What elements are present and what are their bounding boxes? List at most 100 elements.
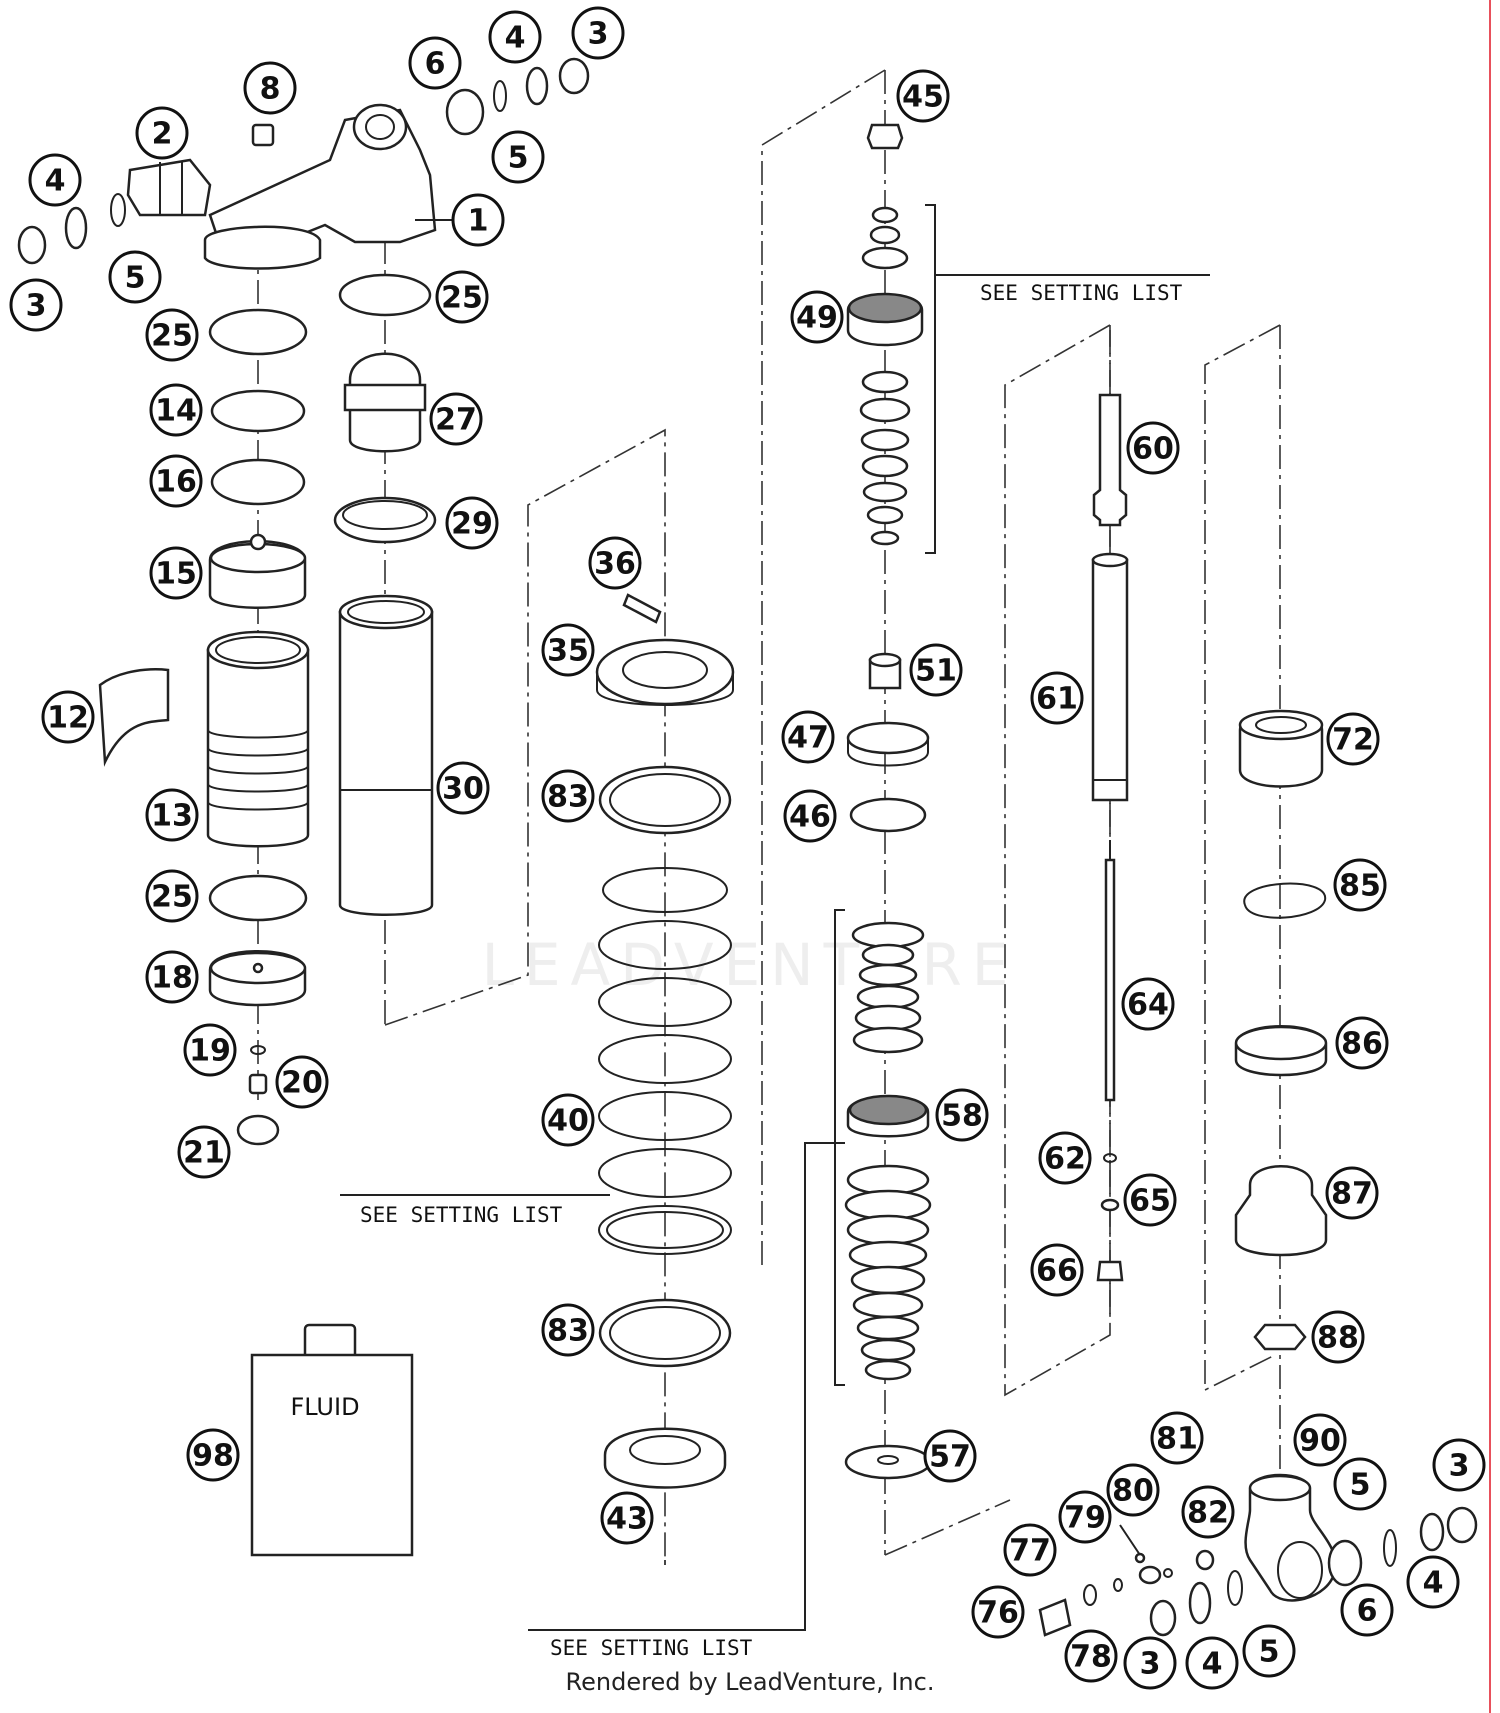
callout-98: 98 <box>186 1428 240 1482</box>
callout-circle <box>1121 977 1175 1031</box>
callout-5: 5 <box>491 130 545 184</box>
callout-circle <box>1293 1413 1347 1467</box>
callout-number: 51 <box>915 654 957 689</box>
lower-eyelet-parts <box>1038 709 1478 1637</box>
callout-83: 83 <box>541 769 595 823</box>
callout-circle <box>177 1125 231 1179</box>
callout-circle <box>909 643 963 697</box>
footer-credit: Rendered by LeadVenture, Inc. <box>565 1668 935 1696</box>
callout-circle <box>1242 1624 1296 1678</box>
callout-number: 87 <box>1331 1177 1373 1212</box>
callout-circle <box>541 623 595 677</box>
callout-15: 15 <box>149 546 203 600</box>
callout-circle <box>600 1491 654 1545</box>
watermark: LEADVENTURE <box>482 931 1019 999</box>
callout-number: 77 <box>1009 1534 1051 1569</box>
callout-4: 4 <box>1185 1636 1239 1690</box>
callout-circle <box>1333 858 1387 912</box>
callout-circle <box>145 950 199 1004</box>
callout-circle <box>1038 1131 1092 1185</box>
callout-number: 83 <box>547 780 589 815</box>
callout-number: 6 <box>1357 1594 1378 1629</box>
callout-number: 49 <box>796 301 838 336</box>
callout-3: 3 <box>9 278 63 332</box>
callout-number: 14 <box>155 394 197 429</box>
callout-number: 57 <box>929 1440 971 1475</box>
callout-14: 14 <box>149 383 203 437</box>
callout-25: 25 <box>435 270 489 324</box>
callout-circle <box>781 710 835 764</box>
callout-circle <box>429 392 483 446</box>
callout-number: 43 <box>606 1502 648 1537</box>
spring-parts: FLUID <box>250 593 735 1557</box>
callout-circle <box>183 1023 237 1077</box>
callout-number: 81 <box>1156 1422 1198 1457</box>
callout-circle <box>1325 1166 1379 1220</box>
callout-2: 2 <box>135 106 189 160</box>
callout-circle <box>1406 1555 1460 1609</box>
callout-number: 98 <box>192 1439 234 1474</box>
callout-number: 90 <box>1299 1424 1341 1459</box>
callout-43: 43 <box>600 1491 654 1545</box>
callout-circle <box>149 383 203 437</box>
callout-25: 25 <box>145 869 199 923</box>
callout-29: 29 <box>445 496 499 550</box>
callout-circle <box>1003 1523 1057 1577</box>
callout-60: 60 <box>1126 421 1180 475</box>
callout-16: 16 <box>149 454 203 508</box>
callout-5: 5 <box>1242 1624 1296 1678</box>
callout-circle <box>541 1303 595 1357</box>
callout-circle <box>108 250 162 304</box>
callout-circle <box>1123 1636 1177 1690</box>
callout-72: 72 <box>1326 712 1380 766</box>
callout-76: 76 <box>971 1585 1025 1639</box>
callout-circle <box>541 1093 595 1147</box>
callout-number: 83 <box>547 1314 589 1349</box>
callout-62: 62 <box>1038 1131 1092 1185</box>
callout-number: 4 <box>45 164 66 199</box>
callout-number: 4 <box>505 21 526 56</box>
callout-circle <box>243 61 297 115</box>
callout-circle <box>149 546 203 600</box>
callout-80: 80 <box>1106 1463 1160 1517</box>
body-parts <box>333 273 437 916</box>
callout-number: 61 <box>1036 682 1078 717</box>
reservoir-parts <box>17 57 590 1146</box>
callout-circle <box>28 153 82 207</box>
callout-4: 4 <box>1406 1555 1460 1609</box>
setting-list-brackets <box>340 204 1210 1631</box>
callout-number: 29 <box>451 507 493 542</box>
callout-49: 49 <box>790 290 844 344</box>
callout-circle <box>571 6 625 60</box>
callout-number: 85 <box>1339 869 1381 904</box>
callout-number: 79 <box>1064 1501 1106 1536</box>
callout-number: 62 <box>1044 1142 1086 1177</box>
callout-circle <box>135 106 189 160</box>
callout-circle <box>1030 671 1084 725</box>
callout-circle <box>9 278 63 332</box>
callout-number: 40 <box>547 1104 589 1139</box>
callout-number: 76 <box>977 1596 1019 1631</box>
callout-circle <box>1030 1243 1084 1297</box>
callout-number: 45 <box>902 80 944 115</box>
callout-circle <box>1123 1173 1177 1227</box>
callout-6: 6 <box>1340 1583 1394 1637</box>
callout-circle <box>1058 1490 1112 1544</box>
callout-number: 58 <box>941 1099 983 1134</box>
coil-spring <box>598 867 732 1255</box>
callout-number: 12 <box>47 701 89 736</box>
callout-circle <box>588 536 642 590</box>
callout-circle <box>145 788 199 842</box>
callout-circle <box>435 270 489 324</box>
callout-number: 88 <box>1317 1321 1359 1356</box>
callout-66: 66 <box>1030 1243 1084 1297</box>
callout-number: 4 <box>1423 1566 1444 1601</box>
callout-90: 90 <box>1293 1413 1347 1467</box>
callout-number: 66 <box>1036 1254 1078 1289</box>
callout-6: 6 <box>408 36 462 90</box>
callout-65: 65 <box>1123 1173 1177 1227</box>
callout-number: 25 <box>151 880 193 915</box>
callout-number: 6 <box>425 47 446 82</box>
callout-circle <box>1335 1016 1389 1070</box>
callout-78: 78 <box>1064 1629 1118 1683</box>
